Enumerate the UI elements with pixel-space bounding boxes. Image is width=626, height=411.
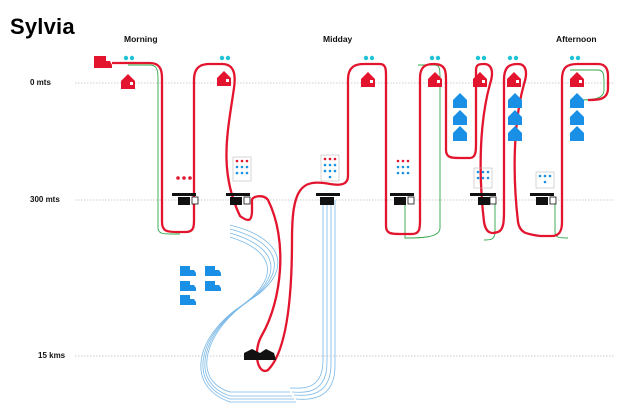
blue-bundle-paths bbox=[200, 200, 336, 403]
period-label-afternoon: Afternoon bbox=[556, 34, 597, 44]
building-icon-4 bbox=[473, 167, 493, 189]
green-paths bbox=[128, 64, 605, 241]
red-route bbox=[112, 61, 610, 373]
level-label-15km: 15 kms bbox=[38, 351, 66, 360]
depot-icons bbox=[172, 193, 557, 205]
page-title: Sylvia bbox=[10, 14, 75, 39]
delivery-van-icon bbox=[94, 56, 112, 68]
level-label-0m: 0 mts bbox=[30, 78, 51, 87]
blue-van-icons bbox=[180, 266, 221, 305]
red-house-icons bbox=[121, 71, 584, 89]
period-label-midday: Midday bbox=[323, 34, 353, 44]
building-icon-2 bbox=[320, 154, 340, 182]
red-dot-icons bbox=[176, 176, 192, 180]
people-dot-icons bbox=[123, 55, 581, 61]
building-icon-3 bbox=[396, 159, 410, 175]
building-icon-1 bbox=[232, 156, 252, 182]
blue-loop-left bbox=[206, 224, 290, 393]
blue-house-icons bbox=[453, 93, 584, 141]
warehouse-icon bbox=[244, 349, 276, 360]
blue-loop-right bbox=[289, 200, 324, 389]
building-icon-5 bbox=[535, 171, 555, 189]
period-label-morning: Morning bbox=[124, 34, 158, 44]
level-lines bbox=[75, 82, 615, 357]
level-label-300m: 300 mts bbox=[30, 195, 60, 204]
